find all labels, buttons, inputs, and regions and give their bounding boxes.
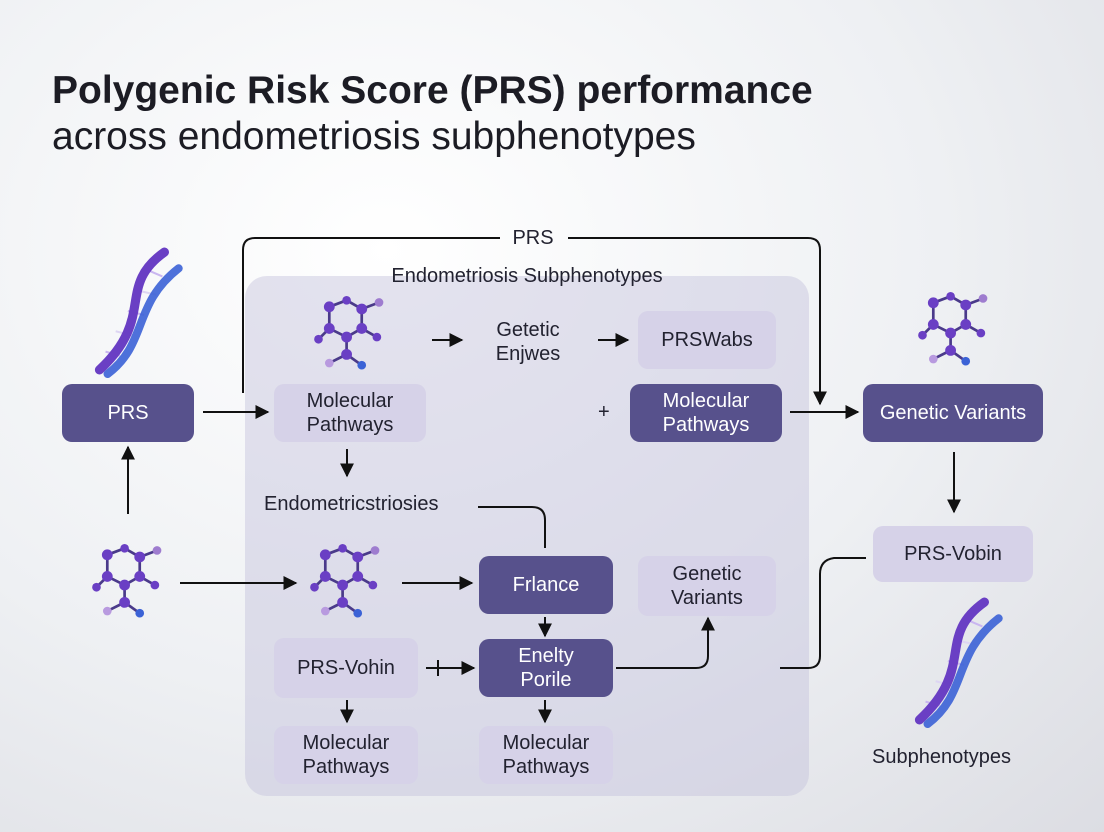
getetic-enjwes-label: Getetic Enjwes [495, 319, 561, 365]
molecular-pathways-c-box: Molecular Pathways [274, 726, 418, 784]
molecular-pathways-b-box: Molecular Pathways [630, 384, 782, 442]
title-line-2: across endometriosis subphenotypes [52, 115, 696, 158]
subphenotypes-label: Subphenotypes [872, 746, 1012, 768]
molecule-icon [918, 292, 988, 366]
molecule-icon [310, 544, 380, 618]
page-title: Polygenic Risk Score (PRS) performance a… [52, 68, 813, 160]
prs-vohin-box: PRS-Vohin [274, 638, 418, 698]
molecule-icon [314, 296, 384, 370]
prs-top-label: PRS [512, 227, 554, 249]
arrow-enelty-to-variants [616, 616, 715, 669]
title-line-1: Polygenic Risk Score (PRS) performance [52, 69, 813, 112]
molecular-pathways-a-box: Molecular Pathways [274, 384, 426, 442]
panel-heading: Endometriosis Subphenotypes [391, 265, 663, 287]
connector-endometric-frlance [478, 506, 546, 548]
prs-left-box: PRS [62, 384, 194, 442]
prs-loop-left [242, 237, 500, 393]
frlance-box: Frlance [479, 556, 613, 614]
prs-loop-right [568, 237, 827, 406]
molecule-icon [92, 544, 162, 618]
dna-helix-icon [914, 597, 1003, 728]
enelty-porile-box: Enelty Porile [479, 639, 613, 697]
prswabs-box: PRSWabs [638, 311, 776, 369]
genetic-variants-mid-box: Genetic Variants [638, 556, 776, 616]
dna-helix-icon [94, 247, 183, 378]
connector-right-vobin [780, 557, 866, 669]
prs-vobin-right-box: PRS-Vobin [873, 526, 1033, 582]
genetic-variants-right-box: Genetic Variants [863, 384, 1043, 442]
plus-sign: + [598, 401, 610, 423]
molecular-pathways-d-box: Molecular Pathways [479, 726, 613, 784]
endometric-label: Endometricstriosies [264, 493, 439, 515]
